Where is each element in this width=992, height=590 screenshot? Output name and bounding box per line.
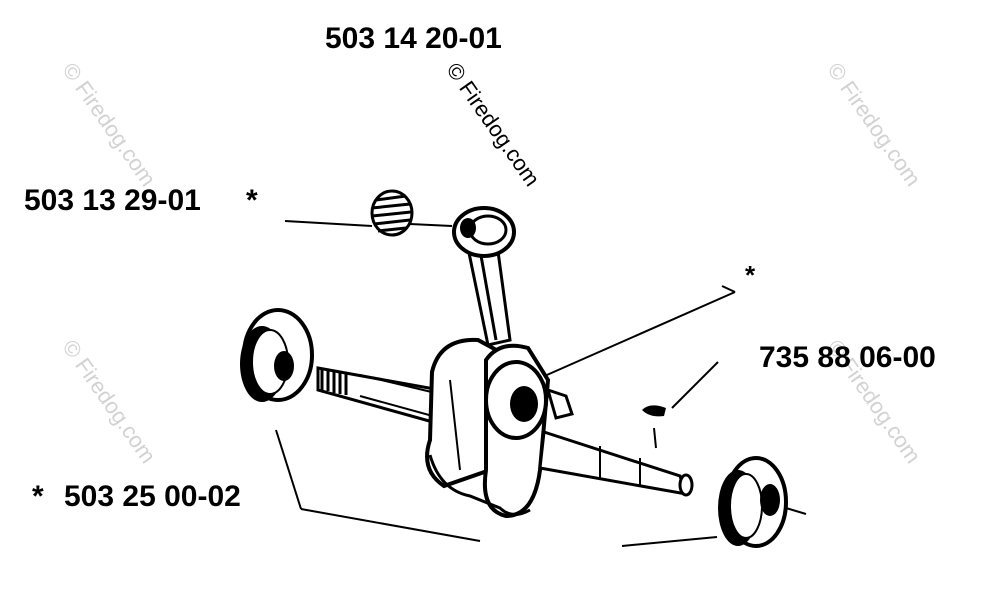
part-label-key: 735 88 06-00 [759,341,936,374]
marker-ball-bearing: * [32,480,44,513]
woodruff-key [642,405,666,417]
left-shaft [316,366,442,426]
part-label-piston-pin-bearing: 503 14 20-01 [325,22,502,55]
right-ball-bearing [718,456,788,548]
leader-lines [275,220,807,547]
connecting-rod [452,206,516,347]
right-shaft [538,430,694,497]
marker-needle-bearing: * [246,184,258,217]
left-ball-bearing [240,308,314,402]
part-label-needle-bearing: 503 13 29-01 [24,184,201,217]
needle-bearing [370,189,414,237]
crank-webs [425,337,574,519]
part-label-ball-bearing: 503 25 00-02 [64,480,241,513]
marker-key-leader: * [745,260,756,290]
